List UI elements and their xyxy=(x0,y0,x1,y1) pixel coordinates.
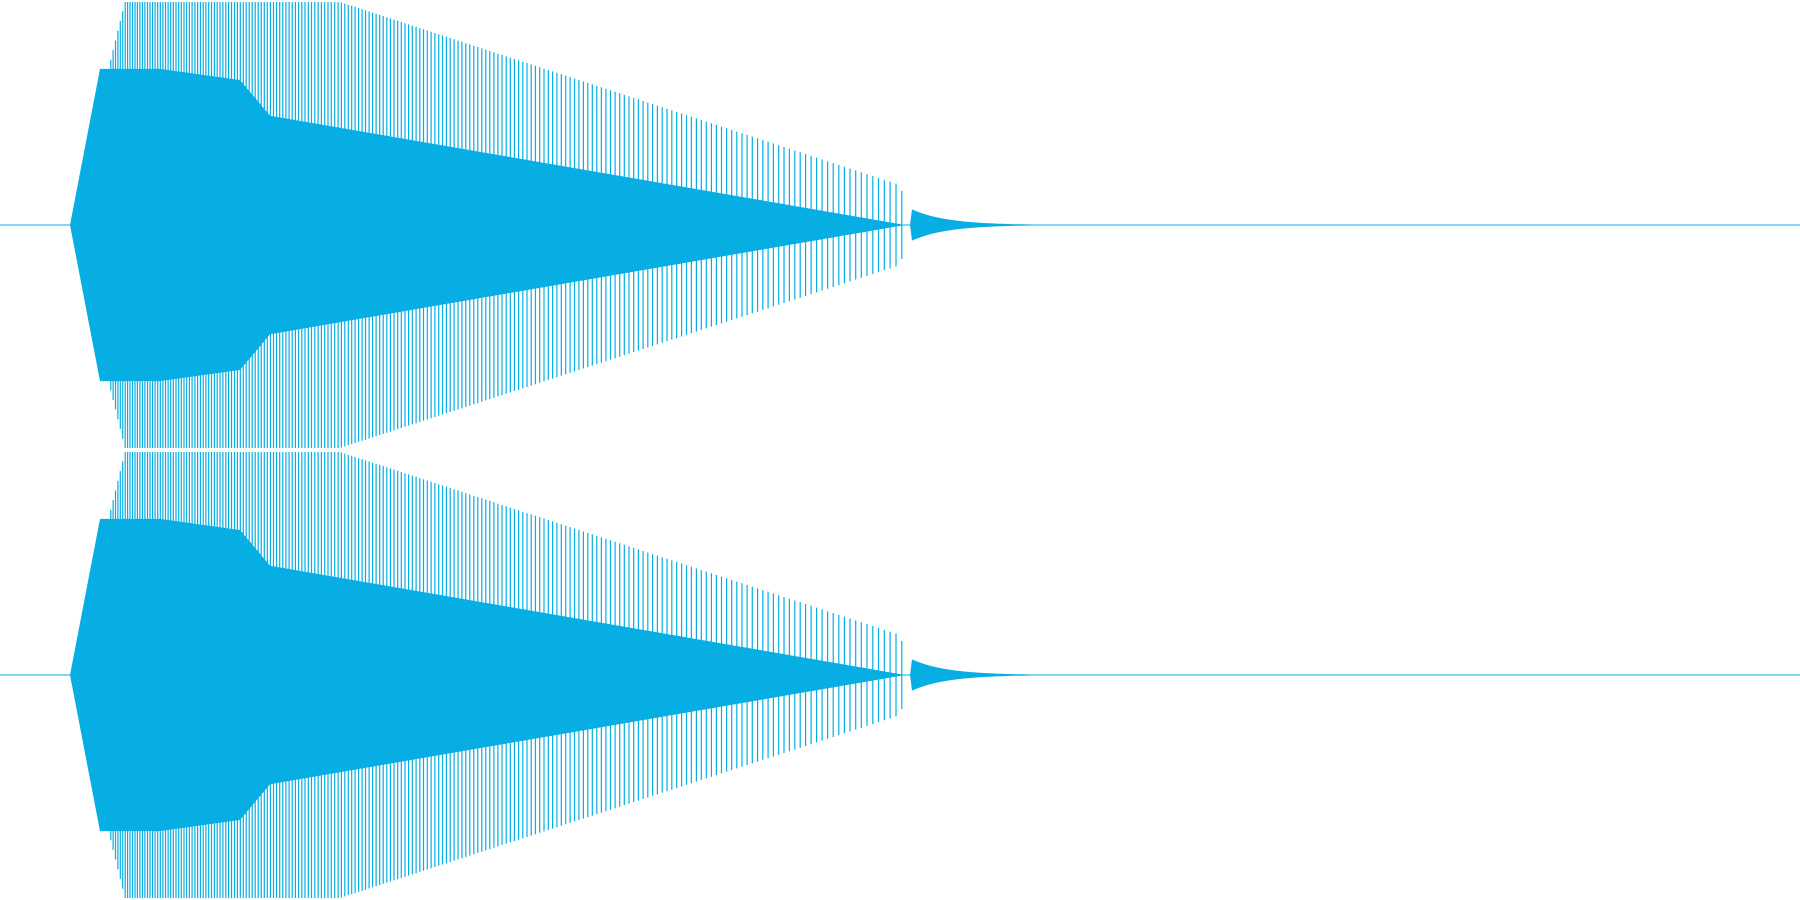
waveform-peaks xyxy=(71,2,903,448)
right-channel-track xyxy=(0,452,1800,898)
left-channel-track xyxy=(0,2,1800,448)
waveform-peaks xyxy=(71,452,903,898)
